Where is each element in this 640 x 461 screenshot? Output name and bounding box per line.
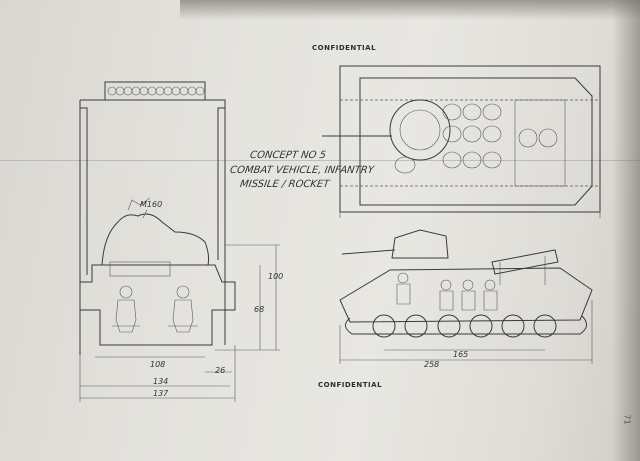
dim-label-100: 100 xyxy=(268,272,284,281)
launcher-box xyxy=(104,81,206,101)
concept-vehicle: COMBAT VEHICLE, INFANTRY xyxy=(229,165,375,176)
dim-label-137: 137 xyxy=(153,389,169,398)
turret-outline xyxy=(101,213,210,266)
hull-front xyxy=(79,264,236,346)
dim-label-108: 108 xyxy=(150,360,166,369)
m160-leader xyxy=(142,209,148,219)
dim-label-134: 134 xyxy=(153,377,169,386)
side-launcher xyxy=(491,249,559,275)
dim-label-258: 258 xyxy=(424,360,440,369)
side-crew xyxy=(396,272,498,311)
side-turret xyxy=(391,229,449,259)
launcher-tubes xyxy=(107,86,205,96)
top-turret-inner xyxy=(399,109,441,151)
launcher-frame xyxy=(79,99,226,275)
label-m160: M160 xyxy=(140,200,163,209)
page-number: 71 xyxy=(622,414,632,425)
top-view-frame xyxy=(339,65,601,213)
concept-title: CONCEPT NO 5 xyxy=(249,150,327,161)
concept-weapon: MISSILE / ROCKET xyxy=(239,179,331,190)
m160-gun xyxy=(127,197,151,211)
side-view-drawing xyxy=(339,229,593,364)
dim-label-165: 165 xyxy=(453,350,469,359)
binding-shadow xyxy=(180,0,640,20)
hatch xyxy=(109,261,171,277)
front-view-drawing xyxy=(79,81,280,402)
road-wheels xyxy=(372,314,557,338)
top-turret-ring xyxy=(389,99,451,161)
top-seat-rows xyxy=(394,103,502,174)
side-track xyxy=(345,315,587,335)
side-hull xyxy=(339,267,593,323)
top-view-drawing xyxy=(322,65,601,218)
classification-top: CONFIDENTIAL xyxy=(312,44,377,52)
fold-line xyxy=(0,160,640,161)
dim-label-26: 26 xyxy=(215,366,226,375)
crew-figures xyxy=(112,285,198,333)
classification-bottom: CONFIDENTIAL xyxy=(318,381,383,389)
page-edge-shadow xyxy=(612,0,640,461)
side-gun-barrel xyxy=(341,249,396,255)
dim-label-68: 68 xyxy=(254,305,265,314)
top-engine-bay xyxy=(514,99,566,187)
